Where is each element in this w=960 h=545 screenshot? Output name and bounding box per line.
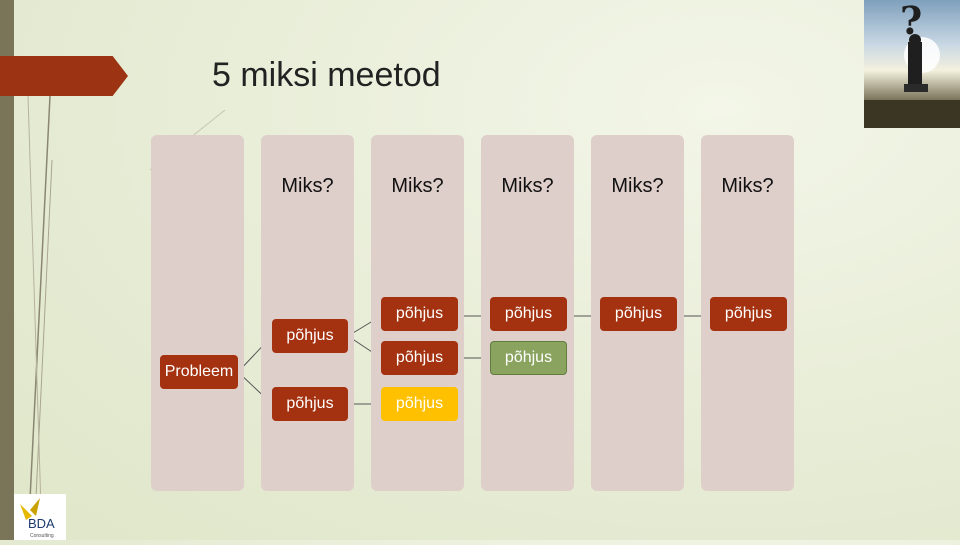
svg-text:?: ? bbox=[900, 0, 922, 43]
problem-column bbox=[151, 135, 244, 491]
title-accent-arrow bbox=[0, 56, 128, 96]
cause-box-c5-r1: põhjus bbox=[710, 297, 787, 331]
cause-box-c2-r3: põhjus bbox=[381, 387, 458, 421]
slide-title: 5 miksi meetod bbox=[212, 56, 441, 94]
company-logo: BDA Consulting bbox=[14, 494, 66, 540]
why-label-4: Miks? bbox=[611, 175, 664, 197]
why-label-5: Miks? bbox=[721, 175, 774, 197]
problem-box: Probleem bbox=[160, 355, 238, 389]
why-label-3: Miks? bbox=[501, 175, 554, 197]
why-label-2: Miks? bbox=[391, 175, 444, 197]
why-column-1 bbox=[261, 135, 354, 491]
cause-box-c2-r1: põhjus bbox=[381, 297, 458, 331]
cause-box-c2-r2: põhjus bbox=[381, 341, 458, 375]
question-man-photo: ? bbox=[864, 0, 960, 128]
cause-box-c4-r1: põhjus bbox=[600, 297, 677, 331]
cause-box-c1-r1: põhjus bbox=[272, 319, 348, 353]
cause-box-c3-r2: põhjus bbox=[490, 341, 567, 375]
svg-text:BDA: BDA bbox=[28, 516, 55, 531]
left-accent-bar bbox=[0, 0, 14, 540]
why-label-1: Miks? bbox=[281, 175, 334, 197]
cause-box-c1-r2: põhjus bbox=[272, 387, 348, 421]
svg-text:Consulting: Consulting bbox=[30, 533, 54, 539]
question-mark-icon: ? bbox=[864, 0, 960, 128]
cause-box-c3-r1: põhjus bbox=[490, 297, 567, 331]
